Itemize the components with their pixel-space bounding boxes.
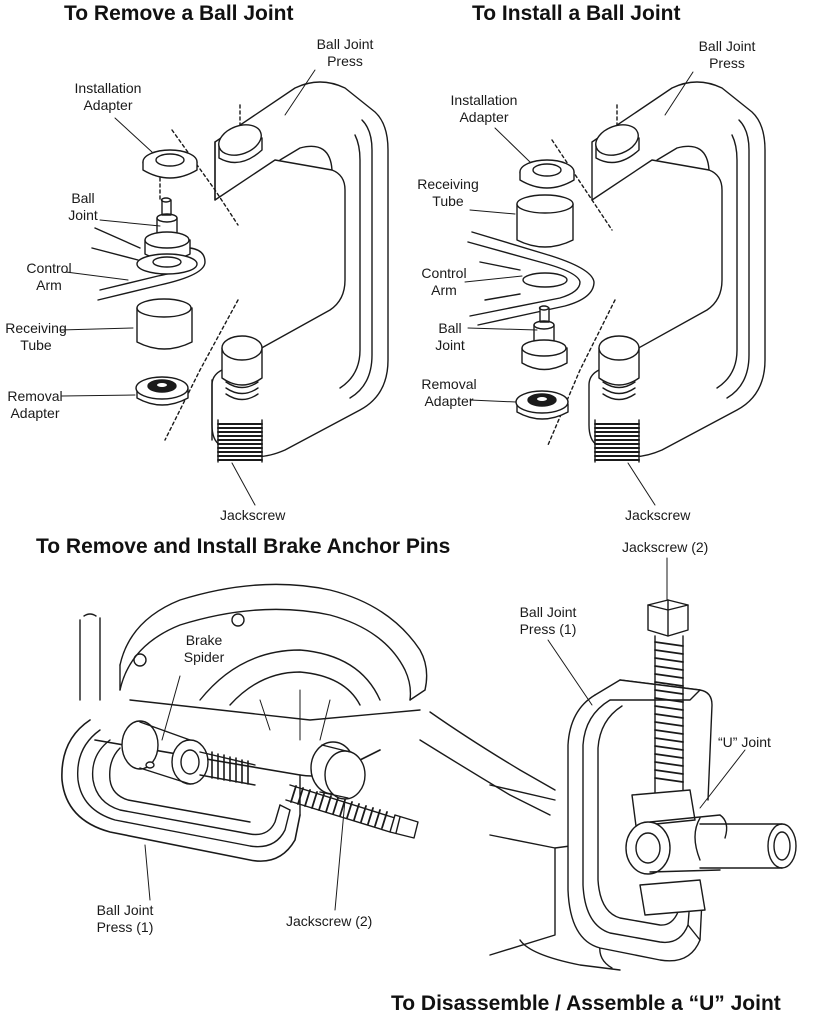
label-remove-jackscrew: Jackscrew — [220, 507, 286, 523]
remove-panel-drawing — [60, 70, 388, 505]
control-arm-1 — [92, 228, 205, 300]
jackscrew-2-anchor — [286, 785, 418, 838]
installation-adapter-2 — [520, 160, 574, 188]
title-remove-ball-joint: To Remove a Ball Joint — [64, 2, 294, 25]
install-panel-drawing — [465, 72, 765, 505]
receiving-tube-2 — [517, 195, 573, 247]
anchor-panel-drawing — [62, 584, 555, 910]
title-anchor-pins: To Remove and Install Brake Anchor Pins — [36, 535, 451, 558]
u-joint-part — [626, 790, 796, 915]
brake-shoe — [120, 584, 427, 740]
remove-leaders — [60, 70, 315, 505]
install-leaders — [465, 72, 693, 505]
title-install-ball-joint: To Install a Ball Joint — [472, 2, 681, 25]
ball-joint-press-1 — [212, 82, 388, 462]
jackscrew-2-ujoint — [648, 600, 688, 795]
jackscrew-nut-3 — [311, 742, 365, 799]
ball-joint-1 — [145, 198, 190, 260]
installation-adapter-1 — [143, 150, 197, 178]
anchor-leaders — [145, 676, 345, 910]
ball-joint-2 — [522, 306, 567, 370]
control-arm-2 — [468, 232, 594, 325]
removal-adapter-1 — [136, 377, 188, 405]
label-ujoint-u-joint: “U” Joint — [718, 734, 771, 750]
vise-bench — [490, 785, 620, 970]
label-anchor-jackscrew: Jackscrew (2) — [286, 913, 373, 929]
label-ujoint-jackscrew: Jackscrew (2) — [622, 539, 709, 555]
title-u-joint: To Disassemble / Assemble a “U” Joint — [391, 992, 781, 1015]
removal-adapter-2 — [516, 391, 568, 419]
label-install-jackscrew: Jackscrew — [625, 507, 691, 523]
anchor-pin — [122, 721, 255, 785]
receiving-tube-1 — [137, 299, 192, 349]
ball-joint-press-2 — [589, 82, 765, 462]
ujoint-panel-drawing — [490, 558, 796, 970]
ujoint-leaders — [548, 558, 745, 808]
